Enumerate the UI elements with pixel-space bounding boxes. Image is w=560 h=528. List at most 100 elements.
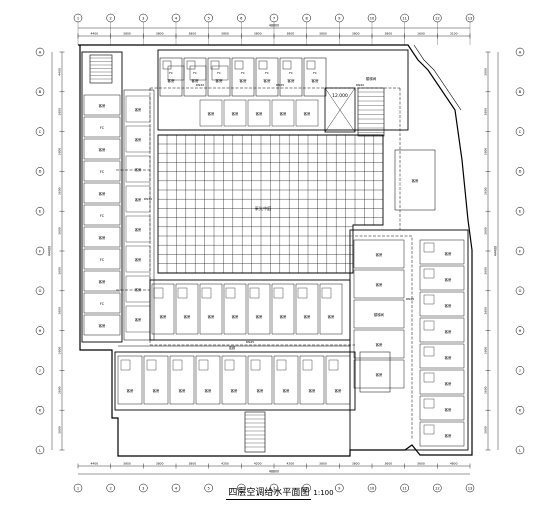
bathroom	[201, 287, 212, 299]
overall-dim-right: 44400	[494, 246, 498, 256]
guest-room	[303, 57, 327, 97]
axis-label: L	[519, 448, 521, 452]
room-label: 客房	[208, 314, 215, 319]
axis-label: E	[39, 210, 42, 214]
axis-bubble	[204, 483, 213, 493]
dim-value: 3100	[450, 32, 458, 36]
dim-value: 3800	[319, 462, 327, 466]
guest-room	[207, 57, 231, 97]
bathroom	[224, 359, 235, 371]
guest-room	[83, 314, 121, 336]
axis-bubble	[106, 13, 115, 23]
toilet-room	[189, 65, 207, 81]
guest-room	[83, 94, 121, 116]
axis-bubble	[465, 13, 475, 23]
dim-value: 3600	[58, 187, 62, 195]
guest-room	[247, 283, 271, 335]
dim-value: 3600	[484, 426, 488, 434]
dim-value: 4800	[450, 462, 458, 466]
dim-value: 4200	[221, 462, 229, 466]
axis-bubble	[35, 167, 45, 176]
axis-label: 3	[142, 486, 144, 490]
room-label: 客房	[191, 78, 199, 83]
room-label: FC	[100, 258, 105, 262]
bathroom	[225, 287, 236, 299]
walls-layer	[81, 49, 469, 453]
room-label: 客房	[280, 314, 287, 319]
atrium-edge	[157, 134, 384, 274]
axis-label: A	[519, 50, 522, 54]
room-label: 客房	[231, 388, 238, 393]
axis-label: 5	[208, 16, 210, 20]
bathroom	[198, 359, 209, 371]
west-corridor	[123, 89, 155, 341]
dim-value: 1600	[417, 32, 425, 36]
guest-room	[419, 291, 465, 317]
room-label: 客房	[445, 381, 452, 386]
shaft-cross	[324, 87, 356, 133]
fcu-tag: FC	[217, 71, 221, 75]
guest-room	[223, 283, 247, 335]
axis-bubble	[35, 47, 45, 57]
axis-label: H	[39, 329, 42, 333]
room-label: 楼梯间	[374, 312, 385, 317]
axis-label: L	[39, 448, 41, 452]
dim-value: 3600	[484, 227, 488, 235]
room-label: 客房	[445, 329, 452, 334]
bathroom	[273, 287, 284, 299]
fcu-tag: FC	[169, 71, 173, 75]
dim-value: 3800	[123, 462, 131, 466]
room-label: 客房	[376, 372, 383, 377]
guest-room	[247, 355, 273, 405]
dim-value: 3000	[484, 68, 488, 76]
room-label: 客房	[135, 257, 141, 262]
drawing-scale: 1:100	[313, 489, 334, 497]
room-label: 客房	[304, 111, 311, 116]
axis-label: D	[519, 170, 522, 174]
room-label: 客房	[309, 388, 316, 393]
fcu-tag: FC	[241, 71, 245, 75]
axis-bubble	[400, 483, 409, 493]
dim-value: 3600	[58, 386, 62, 394]
dim-value: 3600	[58, 148, 62, 156]
axis-label: 9	[338, 16, 341, 20]
bathroom	[423, 268, 435, 279]
room-label: 客房	[135, 137, 141, 142]
axis-label: C	[519, 130, 522, 134]
dim-value: 3800	[287, 32, 295, 36]
axis-bubble	[35, 87, 45, 97]
bathroom	[250, 359, 261, 371]
bathroom	[423, 398, 435, 409]
axis-label: K	[519, 409, 522, 413]
room-label: 客房	[208, 111, 215, 116]
room-label: 客房	[135, 107, 141, 112]
east-inner-room	[353, 359, 405, 389]
bathroom	[120, 359, 131, 371]
room-label: 客房	[99, 279, 106, 284]
room-label: 客房	[179, 388, 186, 393]
axis-label: 2	[110, 486, 112, 490]
guest-room	[199, 283, 223, 335]
east-core	[359, 351, 391, 393]
room-label: 客房	[215, 78, 223, 83]
axis-label: 1	[77, 486, 79, 490]
bathroom	[423, 320, 435, 331]
axis-bubble	[171, 13, 181, 23]
room-label: 客房	[376, 342, 383, 347]
east-room-band	[349, 229, 469, 451]
guest-room	[419, 369, 465, 395]
bathroom	[297, 287, 308, 299]
dim-value: 3600	[484, 307, 488, 315]
axis-label: D	[39, 170, 42, 174]
axis-bubble	[433, 483, 442, 493]
axis-bubble	[433, 13, 442, 23]
axis-bubble	[515, 286, 525, 296]
axis-bubble	[335, 13, 344, 23]
south-room-band-2	[114, 351, 356, 411]
guest-room	[223, 99, 247, 127]
guest-room	[419, 265, 465, 291]
axis-bubble	[515, 127, 525, 136]
bathroom	[282, 60, 292, 70]
